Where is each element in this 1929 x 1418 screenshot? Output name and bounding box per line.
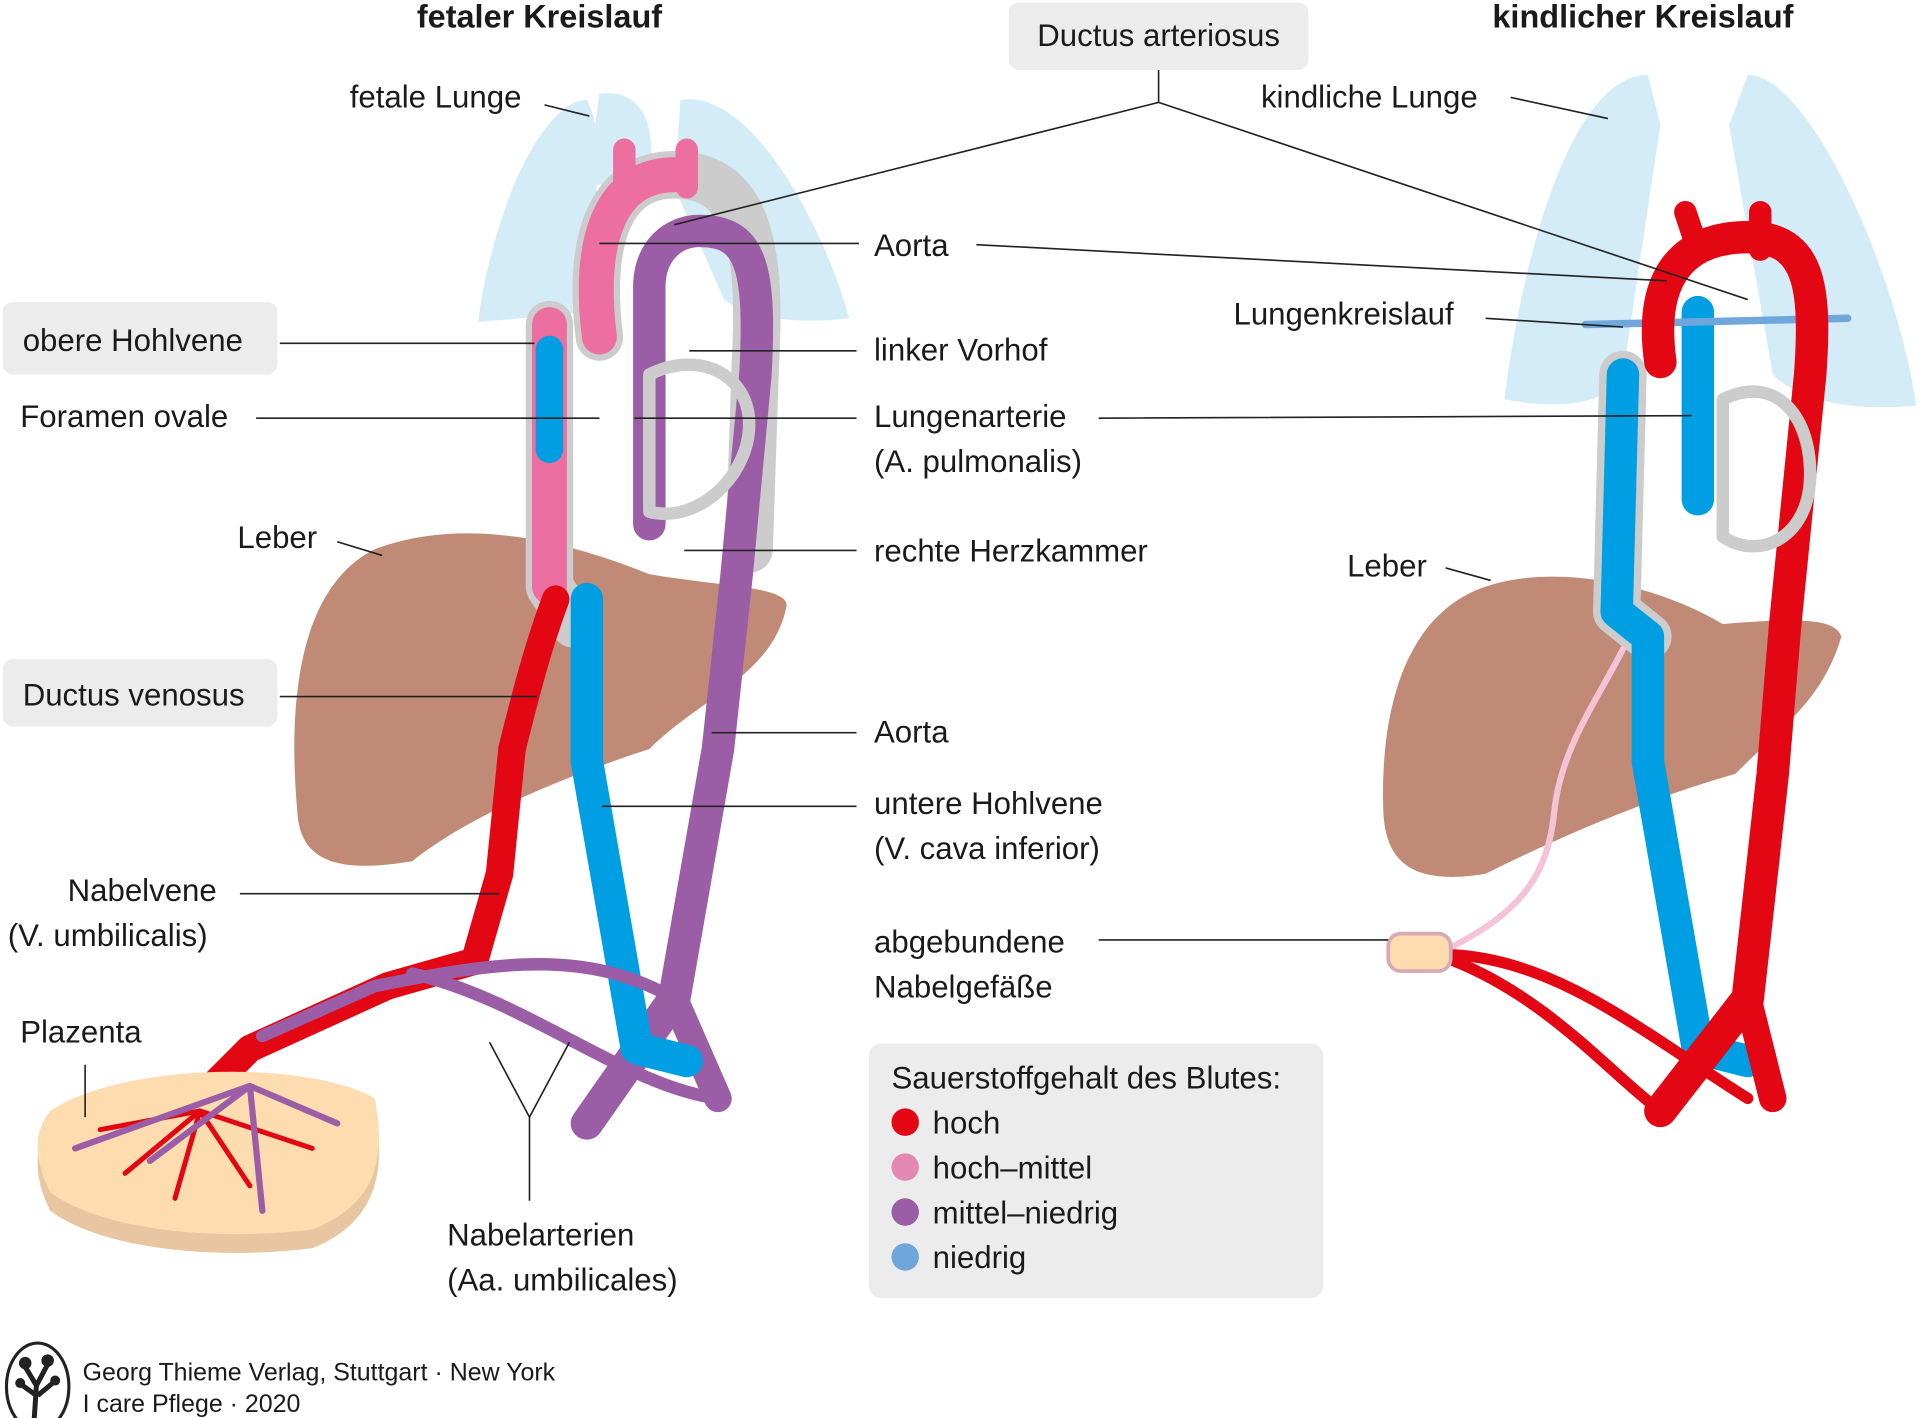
- placenta: [37, 1071, 380, 1253]
- legend-item: niedrig: [933, 1240, 1027, 1275]
- legend: Sauerstoffgehalt des Blutes: hoch hoch–m…: [869, 1043, 1324, 1299]
- label-aorta-top: Aorta: [874, 228, 949, 263]
- label-ductus-arteriosus: Ductus arteriosus: [1037, 18, 1280, 53]
- legend-dot-hoch: [891, 1108, 919, 1136]
- label-linker-vorhof: linker Vorhof: [874, 333, 1048, 368]
- label-abgebundene: abgebundene: [874, 924, 1065, 959]
- child-liver: [1382, 576, 1842, 877]
- label-nabelarterien-latin: (Aa. umbilicales): [447, 1263, 678, 1298]
- label-rechte-herzkammer: rechte Herzkammer: [874, 534, 1148, 569]
- legend-dot-niedrig: [891, 1243, 919, 1271]
- fetal-title: fetaler Kreislauf: [417, 0, 662, 34]
- obere-hohlvene-box: [2, 302, 278, 375]
- legend-item: hoch: [933, 1105, 1001, 1140]
- legend-title: Sauerstoffgehalt des Blutes:: [891, 1060, 1281, 1095]
- footer-book: I care Pflege · 2020: [83, 1390, 301, 1418]
- label-plazenta: Plazenta: [20, 1014, 142, 1049]
- label-fetale-lunge: fetale Lunge: [350, 79, 522, 114]
- label-obere-hohlvene: obere Hohlvene: [23, 323, 243, 358]
- fetal-vessels: [161, 138, 781, 1140]
- label-nabelvene-latin: (V. umbilicalis): [8, 918, 208, 953]
- label-nabelarterien: Nabelarterien: [447, 1218, 634, 1253]
- child-vessels: [1386, 200, 1852, 1128]
- legend-dot-mittel-niedrig: [891, 1198, 919, 1226]
- thieme-logo-icon: [4, 1341, 71, 1418]
- label-kindliche-lunge: kindliche Lunge: [1261, 79, 1478, 114]
- legend-dot-hoch-mittel: [891, 1153, 919, 1181]
- child-title: kindlicher Kreislauf: [1492, 0, 1793, 34]
- label-untere-hohlvene: untere Hohlvene: [874, 786, 1103, 821]
- leader-lines: [84, 69, 1749, 1201]
- label-aorta-bottom: Aorta: [874, 715, 949, 750]
- legend-item: hoch–mittel: [933, 1150, 1093, 1185]
- label-ductus-venosus: Ductus venosus: [23, 677, 245, 712]
- ductus-venosus-box: [2, 659, 278, 727]
- label-nabelgefaesse: Nabelgefäße: [874, 969, 1053, 1004]
- label-untere-hohlvene-latin: (V. cava inferior): [874, 831, 1100, 866]
- label-leber-right: Leber: [1347, 549, 1427, 584]
- label-lungenkreislauf: Lungenkreislauf: [1233, 297, 1454, 332]
- fetal-liver: [294, 533, 787, 866]
- footer-publisher: Georg Thieme Verlag, Stuttgart · New Yor…: [83, 1359, 556, 1387]
- label-lungenarterie: Lungenarterie: [874, 399, 1066, 434]
- ductus-arteriosus-box: [1008, 2, 1309, 70]
- label-nabelvene: Nabelvene: [68, 873, 217, 908]
- label-leber-left: Leber: [237, 520, 317, 555]
- legend-item: mittel–niedrig: [933, 1195, 1118, 1230]
- label-lungenarterie-latin: (A. pulmonalis): [874, 444, 1082, 479]
- label-foramen-ovale: Foramen ovale: [20, 399, 228, 434]
